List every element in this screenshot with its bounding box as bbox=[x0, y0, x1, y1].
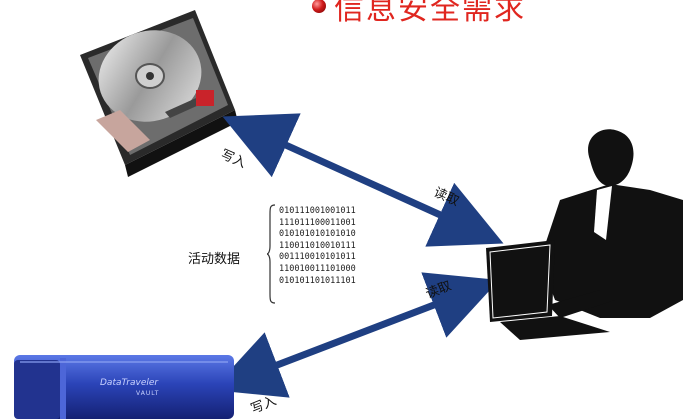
curly-brace-icon bbox=[266, 204, 276, 304]
binary-data-block: 010111001001011 111011100011001 01010101… bbox=[279, 206, 389, 287]
usb-drive-icon bbox=[14, 355, 234, 419]
binary-line: 010101101011101 bbox=[279, 275, 356, 286]
binary-line: 010101010101010 bbox=[279, 229, 356, 240]
usb-model-text: VAULT bbox=[136, 390, 160, 397]
page-title: 信息安全需求 bbox=[312, 0, 526, 27]
user-at-computer-icon bbox=[486, 129, 683, 340]
binary-line: 010111001001011 bbox=[279, 206, 356, 216]
bullet-icon bbox=[312, 0, 326, 13]
hard-disk-icon bbox=[80, 10, 238, 177]
usb-brand-text: DataTraveler bbox=[100, 378, 159, 388]
arrow-read-write-bottom bbox=[211, 272, 500, 398]
binary-line: 111011100011001 bbox=[279, 217, 356, 228]
label-active-data: 活动数据 bbox=[188, 252, 241, 267]
arrow-write-read-top bbox=[222, 113, 504, 247]
binary-line: 110011010010111 bbox=[279, 240, 356, 251]
binary-line: 110010011101000 bbox=[279, 263, 356, 274]
page-title-text: 信息安全需求 bbox=[334, 0, 526, 27]
binary-line: 001110010101011 bbox=[279, 252, 356, 263]
